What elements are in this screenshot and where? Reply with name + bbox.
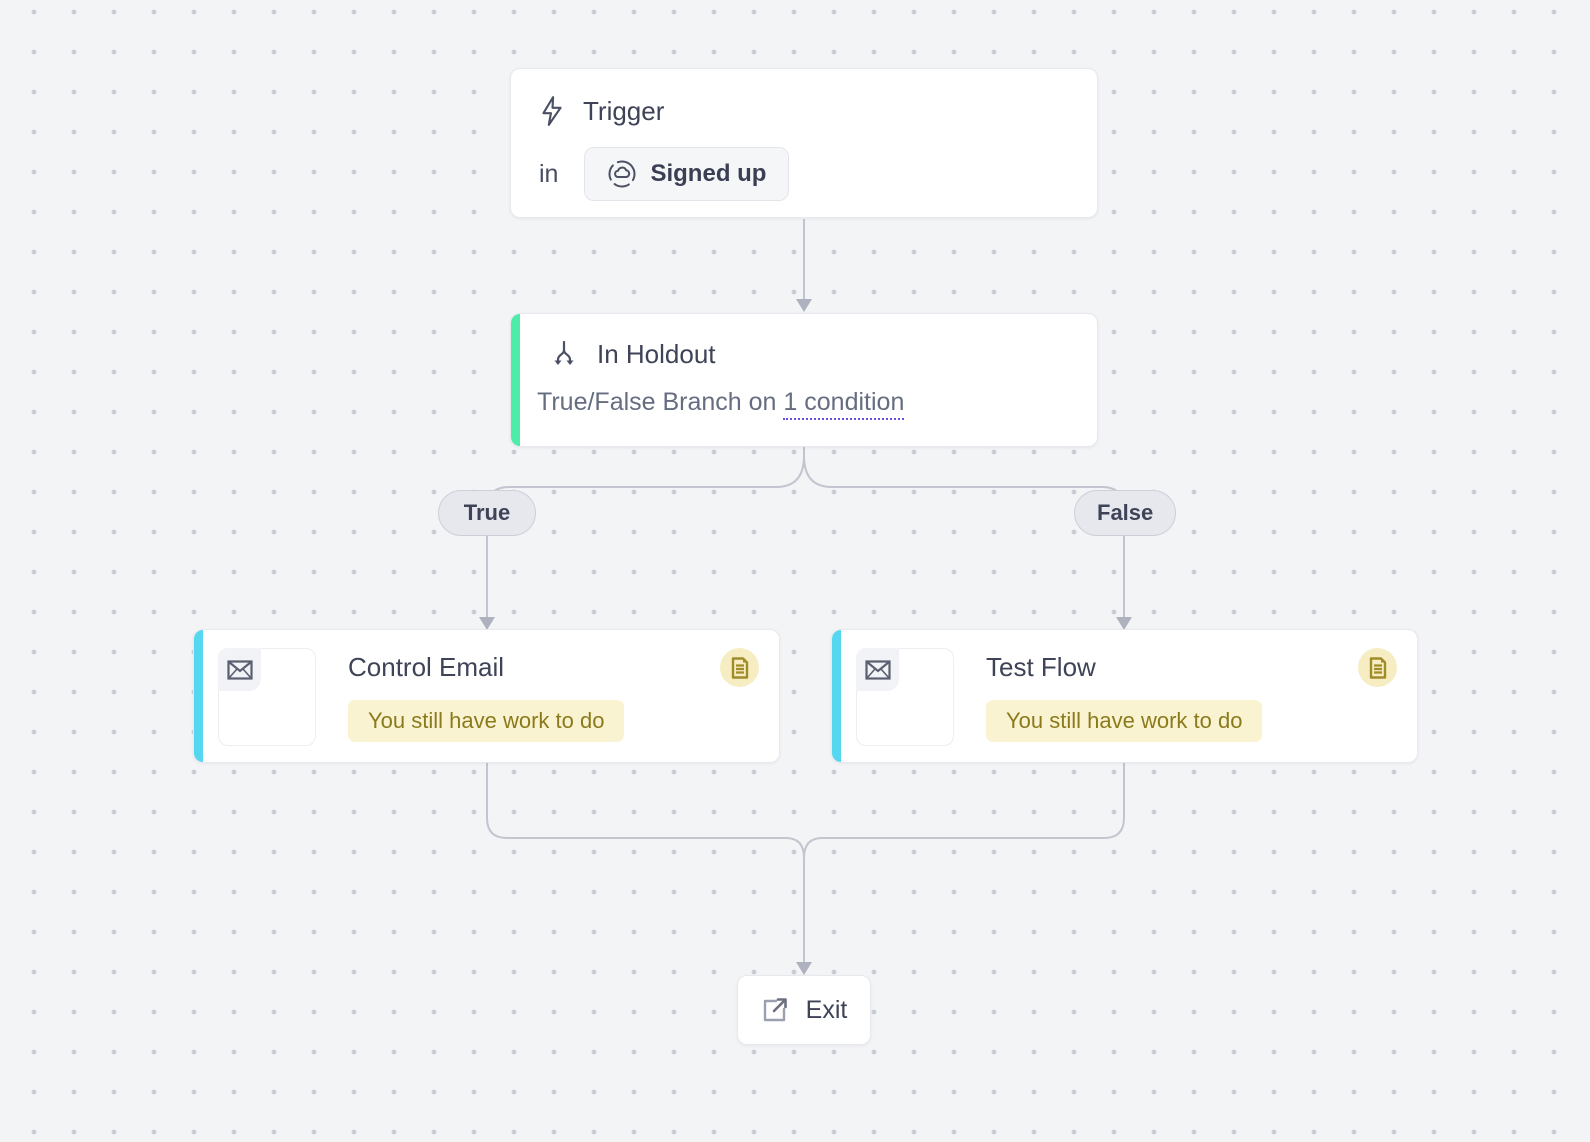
trigger-prefix-label: in	[539, 159, 559, 188]
trigger-node[interactable]: Trigger in Signed up	[510, 68, 1098, 218]
draft-status-bubble	[1358, 648, 1397, 687]
holdout-title: In Holdout	[597, 338, 716, 369]
document-draft-icon	[1368, 656, 1388, 679]
holdout-accent-stripe	[511, 314, 520, 446]
segment-cloud-icon	[607, 159, 637, 189]
arrowhead	[479, 617, 495, 630]
email-thumbnail	[856, 648, 954, 746]
email-accent-stripe	[194, 630, 203, 762]
test-flow-title: Test Flow	[986, 652, 1096, 682]
test-flow-status-badge: You still have work to do	[986, 700, 1263, 742]
arrowhead	[1116, 617, 1132, 630]
envelope-icon	[226, 659, 253, 680]
connector-branch-true	[486, 447, 805, 618]
arrowhead	[796, 962, 812, 975]
branch-label-true: True	[438, 490, 536, 536]
lightning-bolt-icon	[539, 95, 565, 127]
exit-label: Exit	[805, 995, 848, 1024]
condition-count-link[interactable]: 1 condition	[783, 388, 905, 420]
event-chip-label: Signed up	[650, 160, 767, 187]
draft-status-bubble	[720, 648, 759, 687]
control-email-title: Control Email	[348, 652, 505, 682]
branch-label-false: False	[1074, 490, 1177, 536]
document-draft-icon	[730, 656, 750, 679]
email-thumbnail	[218, 648, 316, 746]
connector-merge-right	[803, 762, 1125, 859]
trigger-title: Trigger	[583, 95, 665, 126]
email-accent-stripe	[832, 630, 841, 762]
external-link-icon	[761, 996, 789, 1024]
signed-up-event-chip[interactable]: Signed up	[584, 147, 790, 201]
holdout-subtitle: True/False Branch on	[537, 388, 784, 416]
control-email-status-badge: You still have work to do	[348, 700, 625, 742]
arrowhead	[796, 299, 812, 312]
envelope-icon	[864, 659, 891, 680]
control-email-node[interactable]: Control Email You still have work to do	[193, 629, 780, 763]
holdout-branch-node[interactable]: In Holdout True/False Branch on 1 condit…	[510, 313, 1098, 447]
branch-split-icon	[549, 338, 579, 370]
connector-branch-false	[803, 447, 1125, 618]
exit-node[interactable]: Exit	[737, 975, 871, 1045]
connector-merge-left	[486, 762, 805, 963]
test-flow-node[interactable]: Test Flow You still have work to do	[831, 629, 1418, 763]
